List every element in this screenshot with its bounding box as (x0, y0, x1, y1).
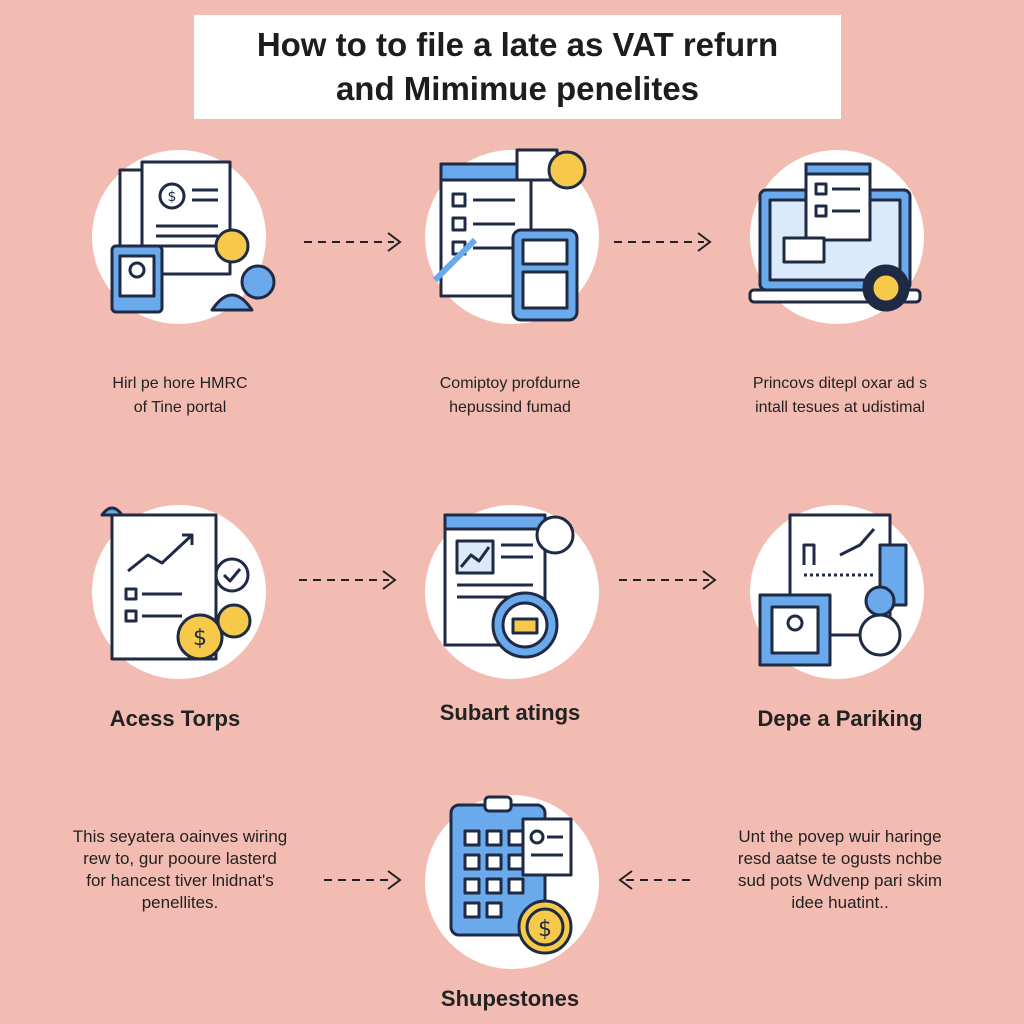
arrow-4-5 (299, 570, 397, 590)
step-3-caption: Princovs ditepl oxar ad s intall tesues … (720, 372, 960, 420)
step-4-circle: $ (92, 505, 266, 679)
step-7-circle: $ (425, 795, 599, 969)
checklist-calculator-icon (432, 148, 587, 322)
note-right: Unt the povep wuir haringe resd aatse te… (700, 826, 980, 914)
step-2-caption-line1: Comiptoy profdurne (439, 375, 581, 392)
step-1-caption-line2: of Tine portal (133, 399, 227, 416)
title-box: How to to file a late as VAT refurn and … (194, 15, 841, 119)
step-4-label: Acess Torps (109, 706, 241, 731)
report-government-icon (443, 513, 575, 659)
note-left-line4: penellites. (141, 893, 219, 912)
step-5-circle (425, 505, 599, 679)
step-6-circle (750, 505, 924, 679)
arrow-5-6 (619, 570, 717, 590)
document-dollar-icon: $ (110, 160, 276, 314)
svg-text:$: $ (193, 626, 207, 651)
step-7-label: Shupestones (440, 986, 580, 1011)
svg-text:$: $ (168, 189, 177, 205)
svg-text:$: $ (538, 917, 552, 942)
arrow-right-to-center (618, 870, 696, 890)
title-line-1: How to to file a late as VAT refurn (256, 26, 779, 63)
arrow-left-to-center (324, 870, 402, 890)
arrow-1-2 (304, 232, 402, 252)
note-left-line1: This seyatera oainves wiring (72, 827, 288, 846)
step-2-caption: Comiptoy profdurne hepussind fumad (400, 372, 620, 420)
growth-chart-coins-icon: $ (100, 506, 252, 661)
note-right-line3: sud pots Wdvenp pari skim (737, 871, 943, 890)
step-3-caption-line2: intall tesues at udistimal (755, 399, 925, 416)
title-line-2: and Mimimue penelites (335, 70, 700, 107)
step-6-label: Depe a Pariking (757, 706, 923, 731)
step-2-caption-line2: hepussind fumad (449, 399, 571, 416)
step-1-caption-line1: Hirl pe hore HMRC (112, 375, 248, 392)
note-right-line2: resd aatse te ogusts nchbe (737, 849, 943, 868)
step-2-circle (425, 148, 599, 324)
note-left-line3: for hancest tiver lnidnat's (86, 871, 274, 890)
note-left: This seyatera oainves wiring rew to, gur… (40, 826, 320, 914)
ledger-user-icon (758, 513, 908, 667)
step-3-circle (748, 150, 924, 324)
calendar-coin-icon: $ (449, 795, 573, 955)
step-1-caption: Hirl pe hore HMRC of Tine portal (70, 372, 290, 420)
step-5-label: Subart atings (439, 700, 581, 725)
note-right-line4: idee huatint.. (791, 893, 889, 912)
step-1-circle: $ (92, 150, 276, 324)
note-right-line1: Unt the povep wuir haringe (738, 827, 942, 846)
note-left-line2: rew to, gur pooure lasterd (83, 849, 277, 868)
step-3-caption-line1: Princovs ditepl oxar ad s (752, 375, 928, 392)
arrow-2-3 (614, 232, 712, 252)
laptop-checklist-icon (748, 162, 922, 312)
